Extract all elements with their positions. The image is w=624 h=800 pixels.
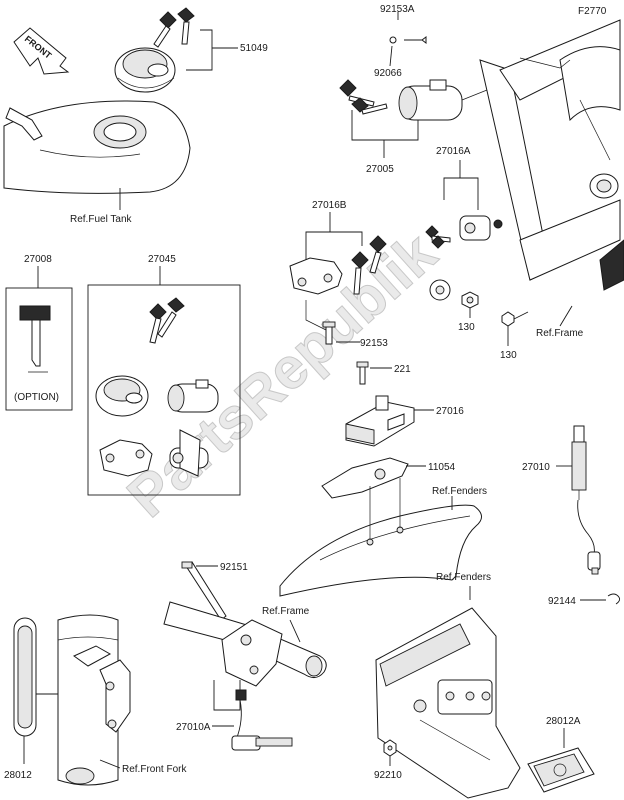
label-92144: 92144 xyxy=(548,596,576,607)
label-130-b: 130 xyxy=(500,350,517,361)
bolt-130-b xyxy=(501,311,529,327)
kit-ignition-cylinder xyxy=(167,379,219,413)
screw-221 xyxy=(356,361,369,385)
label-27016A: 27016A xyxy=(436,146,471,157)
label-27016: 27016 xyxy=(436,406,464,417)
reflector-28012A xyxy=(527,747,595,793)
label-ref-fenders-lower: Ref.Fenders xyxy=(436,572,491,583)
label-92066: 92066 xyxy=(374,68,402,79)
label-27045: 27045 xyxy=(148,254,176,265)
label-221: 221 xyxy=(394,364,411,375)
label-27016B: 27016B xyxy=(312,200,347,211)
key-27008 xyxy=(19,305,51,373)
label-fuel-tank: Ref.Fuel Tank xyxy=(70,214,133,225)
keys-27016B xyxy=(351,235,387,295)
kit-box xyxy=(87,284,241,496)
keys-51049 xyxy=(153,7,195,48)
label-27010: 27010 xyxy=(522,462,550,473)
gear-icon xyxy=(429,279,451,301)
label-92153A: 92153A xyxy=(380,4,415,15)
bolt-92151 xyxy=(181,561,227,621)
kit-lock xyxy=(169,429,209,477)
label-ref-frame-lower: Ref.Frame xyxy=(262,606,310,617)
front-fork xyxy=(57,614,119,786)
connector-27010 xyxy=(571,425,587,500)
label-ref-front-fork: Ref.Front Fork xyxy=(122,764,187,775)
fender-upper xyxy=(279,504,482,597)
kit-bracket xyxy=(99,439,153,477)
label-option: (OPTION) xyxy=(14,392,59,403)
socket xyxy=(577,499,601,575)
keys-27016A xyxy=(425,225,451,249)
label-130-a: 130 xyxy=(458,322,475,333)
label-27010A: 27010A xyxy=(176,722,211,733)
label-92210: 92210 xyxy=(374,770,402,781)
ignition-switch-27005 xyxy=(398,79,493,121)
connector-27010A xyxy=(231,689,293,751)
nut-92210 xyxy=(383,739,397,757)
fuel-cap xyxy=(114,47,176,93)
keys-27005 xyxy=(339,79,388,115)
rear-fender xyxy=(375,607,521,799)
lock-27016 xyxy=(345,395,415,447)
label-92151: 92151 xyxy=(220,562,248,573)
lock-27016A xyxy=(459,215,503,241)
kit-keys xyxy=(149,297,185,344)
bolt-130-a xyxy=(461,291,479,309)
bolt-92153 xyxy=(322,321,336,345)
kit-fuel-cap xyxy=(95,375,149,417)
label-27008: 27008 xyxy=(24,254,52,265)
label-51049: 51049 xyxy=(240,43,268,54)
label-28012A: 28012A xyxy=(546,716,581,727)
front-arrow-icon: FRONT xyxy=(13,27,70,75)
label-11054: 11054 xyxy=(428,462,456,473)
headlight-bracket xyxy=(221,619,283,687)
label-27005: 27005 xyxy=(366,164,394,175)
bracket-27016B xyxy=(289,257,343,295)
fuel-tank xyxy=(3,100,191,194)
bulb-92144 xyxy=(607,593,621,605)
label-ref-frame-right: Ref.Frame xyxy=(536,328,584,339)
frame-assembly xyxy=(479,19,624,291)
fork-bracket xyxy=(99,659,131,733)
label-28012: 28012 xyxy=(4,770,32,781)
reflector-28012 xyxy=(13,617,37,737)
option-box xyxy=(5,287,73,411)
label-92153: 92153 xyxy=(360,338,388,349)
diagram-code: F2770 xyxy=(578,6,607,17)
label-ref-fenders-upper: Ref.Fenders xyxy=(432,486,487,497)
plate-11054 xyxy=(321,457,409,499)
